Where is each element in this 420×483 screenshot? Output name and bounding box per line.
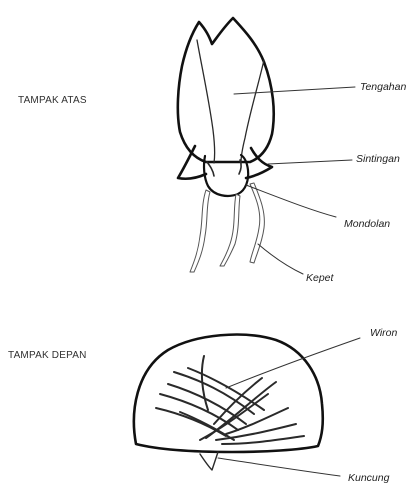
front-view-leaders <box>218 338 360 476</box>
label-tengahan: Tengahan <box>360 81 406 93</box>
wiron-pleat-9 <box>216 424 296 440</box>
top-view-body-outline <box>178 18 274 162</box>
kepet-left-ribbon <box>190 190 210 272</box>
label-mondolan: Mondolan <box>344 218 390 230</box>
label-kuncung: Kuncung <box>348 472 390 483</box>
label-kepet: Kepet <box>306 272 335 284</box>
wiron-leader <box>226 338 360 388</box>
top-view-title: TAMPAK ATAS <box>18 95 87 106</box>
front-view-title: TAMPAK DEPAN <box>8 350 87 361</box>
tengahan-leader <box>234 87 355 94</box>
wiron-pleat-4 <box>174 372 254 414</box>
label-wiron: Wiron <box>370 327 397 339</box>
sintingan-leader <box>268 160 352 164</box>
kepet-right-ribbon <box>250 183 264 263</box>
sintingan-left-wing <box>178 146 206 179</box>
top-view-drawing <box>178 18 274 272</box>
kuncung-leader <box>218 458 340 476</box>
top-view-fold-left <box>197 40 215 163</box>
top-view-fold-right <box>241 60 264 163</box>
kepet-middle-ribbon <box>220 194 240 266</box>
wiron-pleat-5 <box>188 368 264 410</box>
front-view-drawing <box>134 335 323 470</box>
kuncung-tip <box>200 452 218 470</box>
label-sintingan: Sintingan <box>356 153 400 165</box>
mondolan-left-tuck <box>207 162 214 176</box>
top-view-leaders <box>234 87 355 274</box>
front-view-dome-outline <box>134 335 323 452</box>
wiron-pleat-11 <box>226 408 288 434</box>
kepet-leader <box>258 244 303 274</box>
